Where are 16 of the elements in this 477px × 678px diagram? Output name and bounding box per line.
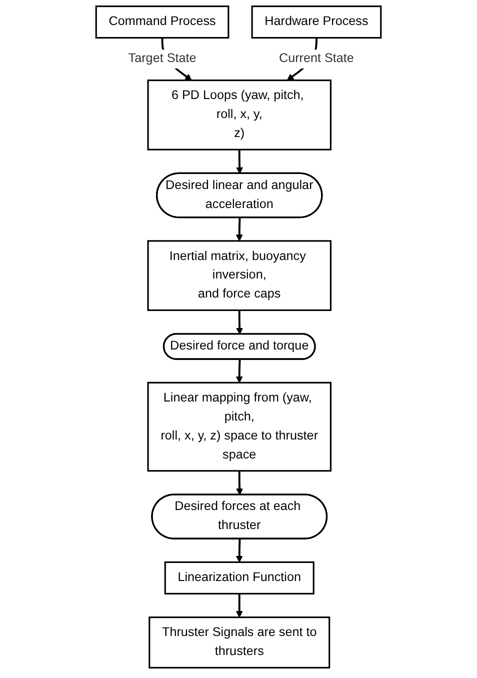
arrow <box>236 470 244 496</box>
node-box: Linear mapping from (yaw, pitch, roll, x, y, z) space to thruster space <box>147 382 332 472</box>
edge-label: Target State <box>128 52 196 66</box>
node-box: Hardware Process <box>251 6 382 39</box>
node-box: Inertial matrix, buoyancy inversion, and force caps <box>147 240 332 312</box>
arrow <box>236 594 243 618</box>
node-box: 6 PD Loops (yaw, pitch, roll, x, y, z) <box>147 80 332 150</box>
edge-label: Current State <box>279 52 354 66</box>
arrow <box>236 538 243 562</box>
arrow <box>236 310 244 335</box>
arrow <box>236 218 243 242</box>
arrow <box>236 150 244 174</box>
arrow <box>236 359 243 383</box>
node-box: Command Process <box>95 6 230 39</box>
node-box: Thruster Signals are sent to thrusters <box>148 616 330 668</box>
node-box: Linearization Function <box>164 561 314 594</box>
